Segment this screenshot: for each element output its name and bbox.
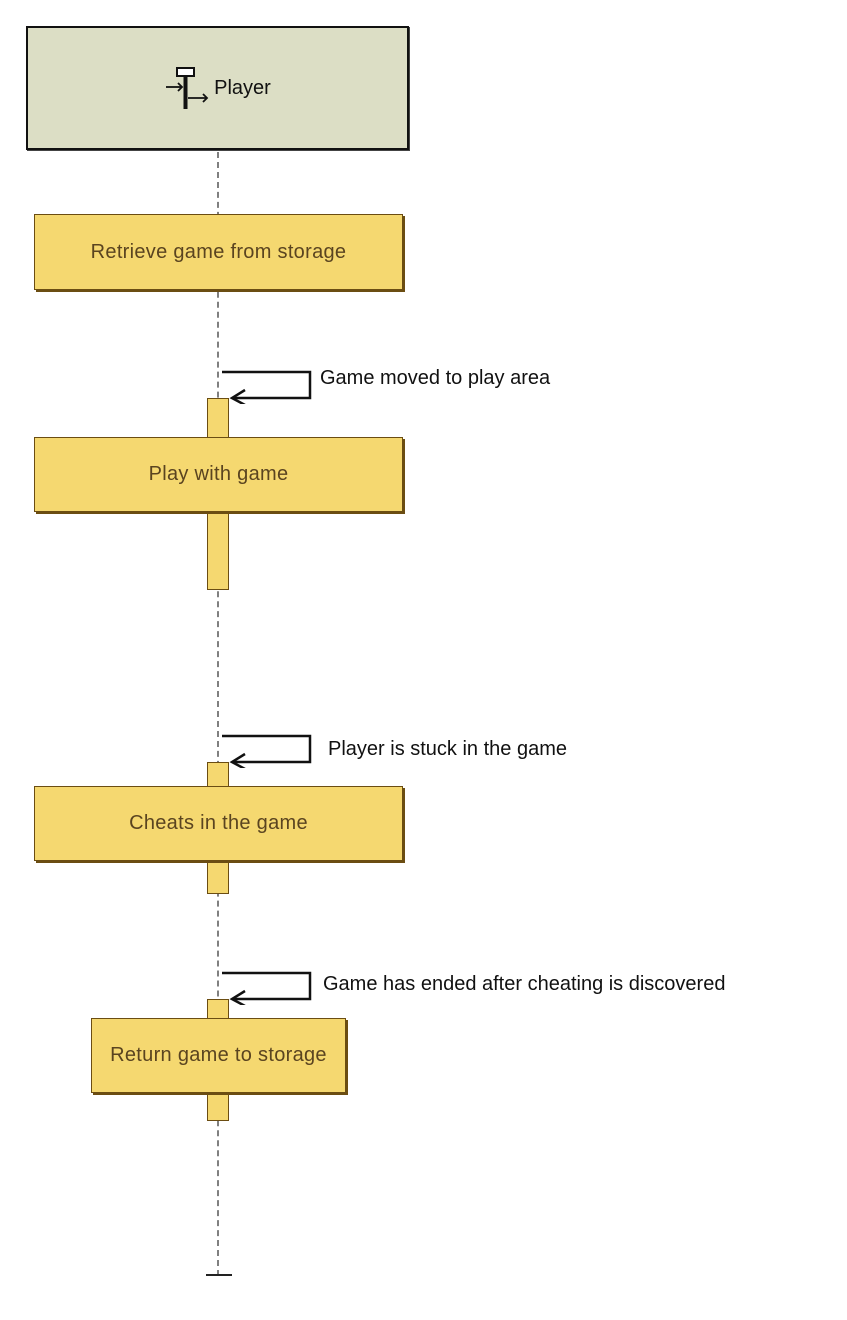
self-message-arrow (222, 971, 312, 1005)
player-lifeline (217, 152, 219, 1276)
action-retrieve-game[interactable]: Retrieve game from storage (34, 214, 403, 290)
action-return-game[interactable]: Return game to storage (91, 1018, 346, 1093)
action-cheats-in-game[interactable]: Cheats in the game (34, 786, 403, 861)
participant-name: Player (214, 76, 271, 99)
actor-component-icon (166, 67, 209, 109)
message-label: Game moved to play area (320, 367, 551, 389)
action-play-with-game[interactable]: Play with game (34, 437, 403, 512)
message-label: Player is stuck in the game (328, 738, 567, 760)
self-message-arrow (222, 734, 312, 768)
lifeline-end-marker (206, 1274, 232, 1276)
self-message-arrow (222, 370, 312, 404)
participant-player[interactable]: Player (26, 26, 409, 150)
message-label: Game has ended after cheating is discove… (323, 973, 726, 995)
